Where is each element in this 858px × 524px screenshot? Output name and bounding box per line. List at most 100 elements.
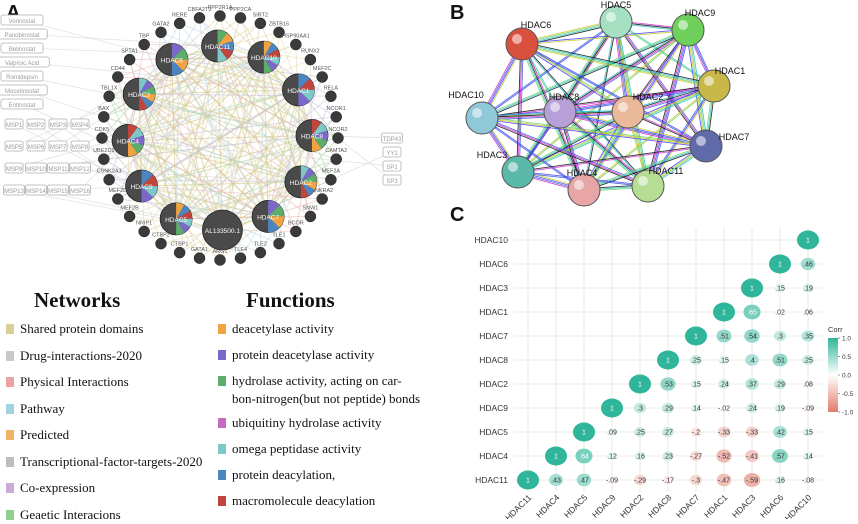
col-label: HDAC10 [783, 492, 814, 519]
network-edge [108, 95, 223, 231]
drug-node [0, 70, 44, 82]
hub-pie-slice [176, 210, 193, 219]
hub-label: HDAC6 [161, 58, 183, 65]
string-edge [521, 45, 714, 89]
hub-pie-slice [311, 122, 328, 136]
drug-node-label: MSP6 [28, 145, 45, 151]
cell-value: .47 [579, 478, 589, 485]
legend-swatch [6, 483, 14, 493]
neighbor-label: TLE1 [272, 233, 285, 239]
hub-pie-slice [263, 49, 280, 58]
cell-value: .42 [775, 430, 785, 437]
drug-node [0, 84, 48, 96]
heatmap-cell [803, 451, 813, 461]
neighbor-node [254, 17, 267, 30]
heatmap-cell [573, 422, 595, 442]
hub-pie-slice [300, 181, 315, 196]
colorbar-title: Corr [828, 325, 843, 334]
neighbor-node [290, 38, 302, 51]
heatmap-cell [691, 403, 701, 413]
neighbor-node [96, 132, 108, 144]
drug-node-label: MSP16 [70, 189, 90, 195]
drug-node-label: MSP15 [48, 189, 68, 195]
hub-pie-slice [300, 181, 309, 198]
cell-value: .15 [775, 286, 785, 293]
heatmap-cell [773, 330, 787, 342]
hub-pie-slice [217, 46, 233, 59]
hub-label: AL133500.1 [205, 228, 240, 235]
hub-pie-slice [139, 94, 148, 111]
cell-value: 1 [778, 262, 782, 269]
protein-label: HDAC6 [521, 20, 552, 30]
neighbor-node [316, 193, 328, 205]
heatmap-cell [773, 425, 787, 439]
legend-swatch [6, 350, 14, 361]
row-label: HDAC8 [479, 355, 508, 365]
heatmap-cell [716, 449, 732, 463]
neighbor-node [155, 237, 167, 250]
hub-pie-slice [217, 41, 234, 51]
hub-node [202, 209, 243, 251]
heatmap-cell [745, 426, 759, 438]
cell-value: .19 [775, 406, 785, 413]
drug-node [47, 184, 69, 196]
string-edge [559, 112, 706, 148]
cell-value: .16 [775, 478, 785, 485]
neighbor-node [123, 210, 136, 223]
node-highlight [472, 108, 482, 118]
row-label: HDAC7 [479, 331, 508, 341]
heatmap-cell [803, 403, 813, 413]
drug-node-label: YY1 [386, 151, 398, 157]
neighbor-label: MEF2D [108, 188, 127, 194]
heatmap-cell [769, 254, 791, 274]
neighbor-node [316, 71, 328, 83]
heatmap-cell [633, 402, 647, 414]
cell-value: -.47 [718, 478, 730, 485]
string-edge [517, 144, 706, 172]
cell-value: .29 [663, 406, 673, 413]
hub-pie-slice [300, 165, 309, 182]
hub-pie-slice [300, 173, 317, 182]
drug-node [70, 118, 90, 130]
hub-pie-slice [176, 202, 185, 219]
network-edge [175, 95, 332, 220]
hub-pie-slice [311, 119, 322, 136]
heatmap-cell [774, 475, 786, 485]
heatmap-cell [746, 403, 758, 413]
row-label: HDAC10 [474, 235, 508, 245]
heatmap-cell [718, 355, 730, 365]
heatmap-cell [745, 450, 759, 462]
neighbor-node [173, 17, 186, 30]
heatmap-cell [774, 403, 786, 413]
protein-label: HDAC3 [477, 150, 508, 160]
hub-pie-slice [139, 86, 156, 95]
cell-value: .15 [691, 382, 701, 389]
cell-value: 1 [806, 238, 810, 245]
heatmap-cell [629, 374, 651, 394]
protein-label: HDAC7 [719, 132, 750, 142]
hub-pie-slice [268, 216, 285, 228]
neighbor-node [325, 90, 337, 103]
neighbor-label: TBL1X [101, 85, 118, 91]
heatmap-cell [607, 475, 617, 485]
hub-pie-slice [139, 94, 156, 103]
legend-swatch [6, 430, 14, 440]
cell-value: .24 [747, 406, 757, 413]
neighbor-label: BCOR [288, 220, 304, 226]
string-edge [614, 22, 706, 148]
hub-pie-slice [268, 205, 285, 217]
heatmap-cell [657, 350, 679, 370]
hub-label: HDAC3 [128, 92, 150, 99]
cell-value: -.2 [692, 430, 700, 437]
cell-value: .25 [635, 430, 645, 437]
neighbor-label: TLE2 [254, 242, 267, 248]
drug-node [69, 184, 91, 196]
legend-swatch [218, 350, 226, 360]
cell-value: .4 [749, 358, 755, 365]
cell-value: .25 [691, 358, 701, 365]
neighbor-node [103, 90, 115, 103]
heatmap-cell [517, 470, 539, 490]
cell-value: .06 [803, 310, 813, 317]
cell-value: .15 [719, 358, 729, 365]
hub-pie-slice [298, 89, 315, 102]
